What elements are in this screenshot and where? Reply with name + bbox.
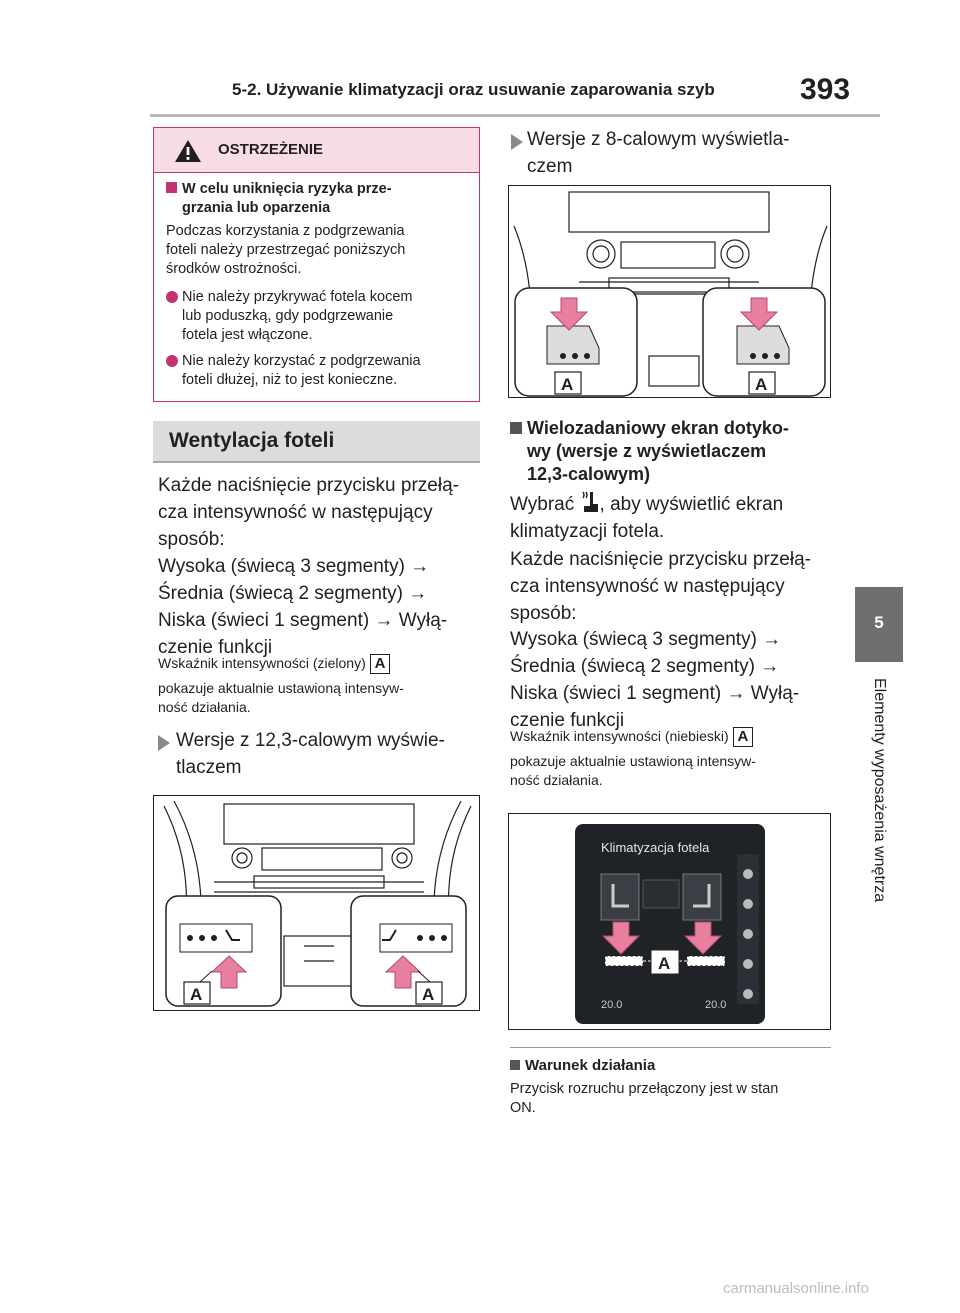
square-bullet-icon <box>510 1060 520 1070</box>
page-header: 5-2. Używanie klimatyzacji oraz usuwanie… <box>0 0 960 120</box>
bullet-dot-icon <box>166 355 178 367</box>
console-illustration: A A <box>163 800 472 1007</box>
right-paragraph-2: Wysoka (świecą 3 segmenty) →Średnia (świ… <box>510 629 800 731</box>
console-illustration: A A <box>513 191 828 397</box>
figure-label-a: A <box>561 375 573 394</box>
figure-label-a: A <box>422 985 434 1004</box>
console-figure-8in: A A <box>508 185 831 398</box>
seat-icon <box>581 491 598 512</box>
label-a-box: A <box>369 654 391 674</box>
condition-text: Przycisk rozruchu przełączony jest w sta… <box>510 1081 779 1116</box>
figure-label-a: A <box>190 985 202 1004</box>
section-title: 5-2. Używanie klimatyzacji oraz usuwanie… <box>232 80 715 99</box>
section-heading: Wentylacja foteli <box>153 421 480 463</box>
chapter-number: 5 <box>874 613 884 632</box>
bullet-dot-icon <box>166 291 178 303</box>
triangle-bullet-icon <box>158 735 170 751</box>
screen-temp-right: 20.0 <box>705 999 726 1011</box>
divider <box>510 1047 831 1048</box>
label-a-box: A <box>732 727 754 747</box>
warning-box: OSTRZEŻENIE W celu uniknięcia ryzyka prz… <box>153 127 480 402</box>
square-bullet-icon <box>166 182 177 193</box>
figure-label-a: A <box>755 375 767 394</box>
screen-title: Klimatyzacja fotela <box>601 840 710 855</box>
right-note: Wskaźnik intensywności (niebieski) A pok… <box>510 727 756 788</box>
warning-subtitle: W celu uniknięcia ryzyka prze- grzania l… <box>166 180 471 218</box>
left-note: Wskaźnik intensywności (zielony) A pokaz… <box>158 654 404 715</box>
chapter-tab[interactable]: 5 <box>855 587 903 662</box>
left-version-heading: Wersje z 12,3-calowym wyświe-tlaczem <box>176 730 445 778</box>
square-bullet-icon <box>510 422 522 434</box>
screen-temp-left: 20.0 <box>601 999 622 1011</box>
warning-triangle-icon <box>175 140 201 162</box>
warning-bullet-1: Nie należy przykrywać fotela kocem lub p… <box>166 288 476 345</box>
condition-heading: Warunek działania <box>510 1054 840 1077</box>
left-paragraph-2: Wysoka (świecą 3 segmenty) →Średnia (świ… <box>158 556 448 658</box>
section-heading-text: Wentylacja foteli <box>169 429 335 452</box>
chapter-title-vertical: Elementy wyposażenia wnętrza <box>868 678 890 938</box>
warning-header: OSTRZEŻENIE <box>154 128 479 173</box>
warning-bullet-2: Nie należy korzystać z podgrzewania fote… <box>166 352 476 390</box>
header-divider <box>150 114 880 117</box>
console-figure-12in: A A <box>153 795 480 1011</box>
watermark: carmanualsonline.info <box>723 1280 869 1297</box>
page-number: 393 <box>800 73 851 106</box>
touchscreen-illustration: Klimatyzacja fotela A 20.0 20.0 <box>575 824 765 1024</box>
subheading-touchscreen: Wielozadaniowy ekran dotyko- wy (wersje … <box>510 417 840 486</box>
touchscreen-figure: Klimatyzacja fotela A 20.0 20.0 <box>508 813 831 1030</box>
right-paragraph-1: Każde naciśnięcie przycisku przełą-cza i… <box>510 549 811 624</box>
left-paragraph-1: Każde naciśnięcie przycisku przełą-cza i… <box>158 475 459 550</box>
chapter-title: Elementy wyposażenia wnętrza <box>871 678 888 903</box>
triangle-bullet-icon <box>511 134 523 150</box>
warning-body: Podczas korzystania z podgrzewania fotel… <box>166 223 406 277</box>
right-paragraph-0: Wybrać , aby wyświetlić ekran klimatyzac… <box>510 490 840 545</box>
figure-label-a: A <box>658 954 670 973</box>
warning-title: OSTRZEŻENIE <box>218 141 324 158</box>
right-version-heading: Wersje z 8-calowym wyświetla-czem <box>527 129 790 177</box>
